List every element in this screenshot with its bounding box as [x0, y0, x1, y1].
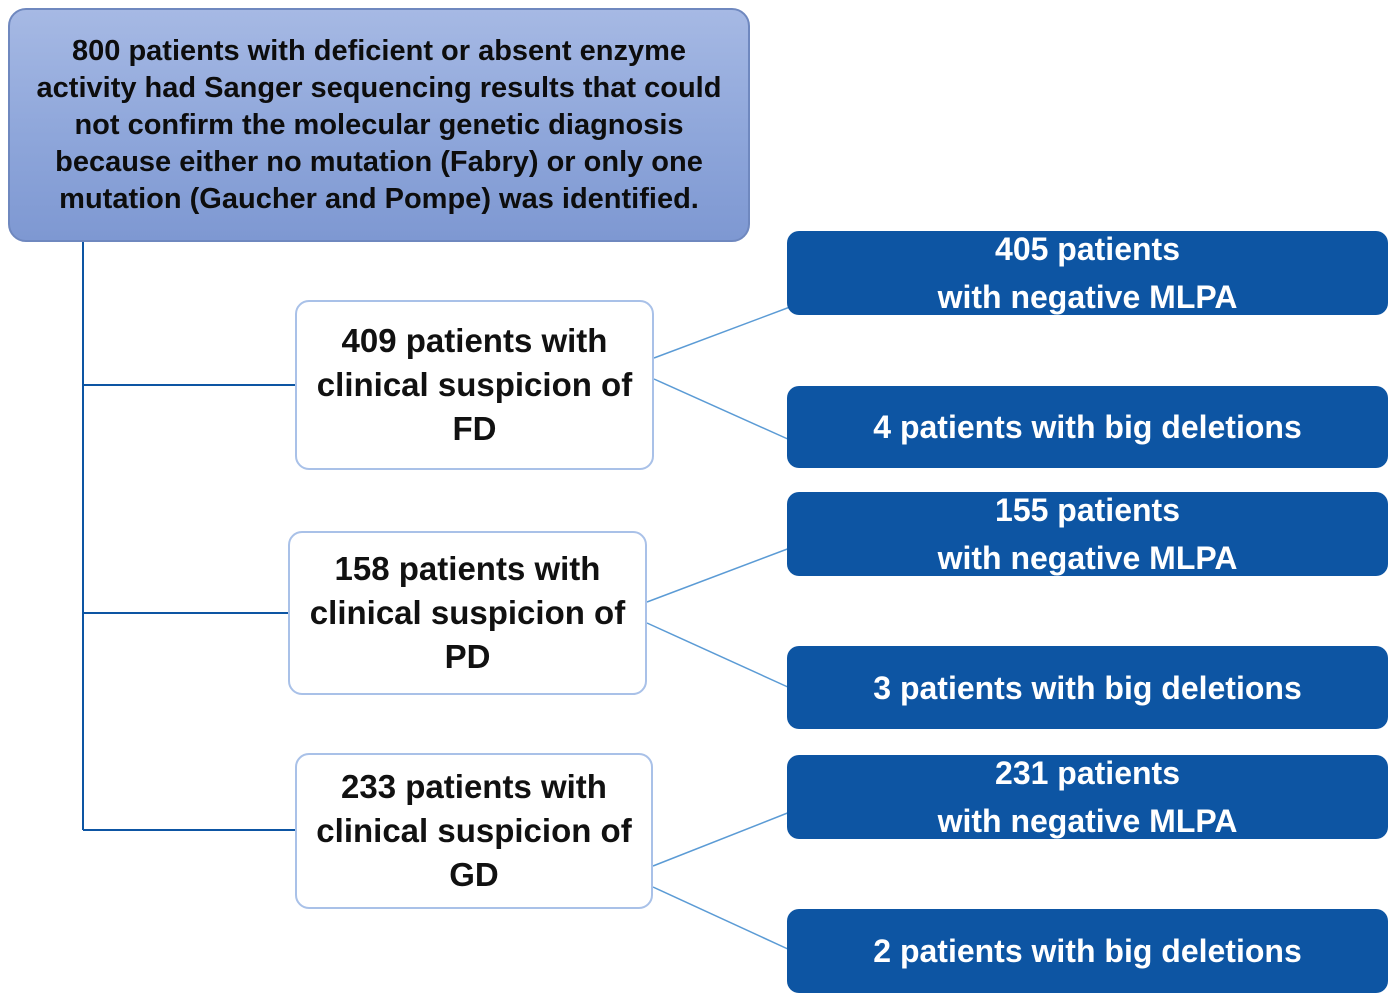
gd-big-deletions-box: 2 patients with big deletions	[787, 909, 1388, 993]
group-line: 409 patients with	[341, 322, 608, 359]
pd-group-box: 158 patients with clinical suspicion of …	[288, 531, 647, 695]
result-line: with negative MLPA	[937, 540, 1238, 576]
group-line: clinical suspicion of	[309, 594, 626, 631]
fd-to-negative-line	[653, 306, 791, 359]
pd-to-deletions-line	[646, 622, 791, 689]
group-line: GD	[449, 856, 499, 893]
gd-to-negative-line	[652, 811, 791, 867]
group-line: clinical suspicion of	[316, 366, 633, 403]
result-line: 405 patients	[995, 231, 1180, 267]
root-line: activity had Sanger sequencing results t…	[36, 71, 722, 104]
fd-to-deletions-line	[653, 378, 791, 441]
group-line: clinical suspicion of	[316, 812, 632, 849]
fd-big-deletions-box: 4 patients with big deletions	[787, 386, 1388, 468]
root-summary-box: 800 patients with deficient or absent en…	[8, 8, 750, 242]
pd-negative-mlpa-box: 155 patients with negative MLPA	[787, 492, 1388, 576]
result-line: 231 patients	[995, 755, 1180, 791]
result-line: 4 patients with big deletions	[873, 409, 1302, 445]
result-line: 155 patients	[995, 492, 1180, 528]
fd-negative-mlpa-box: 405 patients with negative MLPA	[787, 231, 1388, 315]
group-line: FD	[452, 410, 497, 447]
result-line: with negative MLPA	[937, 279, 1238, 315]
fd-group-box: 409 patients with clinical suspicion of …	[295, 300, 654, 470]
result-line: 3 patients with big deletions	[873, 669, 1302, 706]
root-line: because either no mutation (Fabry) or on…	[55, 145, 703, 178]
root-line: mutation (Gaucher and Pompe) was identif…	[59, 182, 699, 215]
group-line: PD	[444, 638, 491, 675]
pd-big-deletions-box: 3 patients with big deletions	[787, 646, 1388, 729]
root-line: 800 patients with deficient or absent en…	[72, 34, 686, 67]
group-line: 158 patients with	[334, 550, 601, 587]
pd-to-negative-line	[646, 547, 791, 603]
gd-group-box: 233 patients with clinical suspicion of …	[295, 753, 653, 909]
result-line: 2 patients with big deletions	[873, 933, 1302, 969]
gd-to-deletions-line	[652, 886, 791, 951]
group-line: 233 patients with	[341, 768, 607, 805]
result-line: with negative MLPA	[937, 803, 1238, 839]
root-line: not confirm the molecular genetic diagno…	[74, 108, 684, 141]
gd-negative-mlpa-box: 231 patients with negative MLPA	[787, 755, 1388, 839]
